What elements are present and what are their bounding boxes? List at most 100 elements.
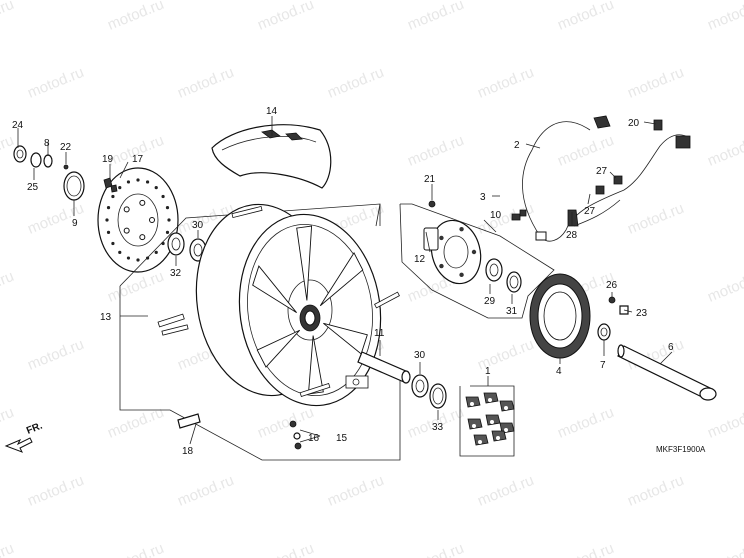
callout-7: 7 bbox=[600, 360, 606, 371]
damper-rubber bbox=[483, 392, 499, 404]
callout-8: 8 bbox=[44, 138, 50, 149]
damper-hole bbox=[488, 398, 492, 402]
disc-hole bbox=[167, 218, 171, 222]
callout-9: 9 bbox=[72, 218, 78, 229]
callout-3: 3 bbox=[480, 192, 486, 203]
callout-29: 29 bbox=[484, 296, 496, 307]
watermark-text: motod.ru bbox=[0, 268, 16, 306]
callout-16: 16 bbox=[308, 433, 320, 444]
disc-hole bbox=[126, 256, 131, 260]
watermark-text: motod.ru bbox=[555, 404, 616, 442]
callout-14: 14 bbox=[266, 106, 278, 117]
watermark-text: motod.ru bbox=[25, 336, 86, 374]
callout-32: 32 bbox=[170, 268, 182, 279]
damper-rubber bbox=[473, 434, 489, 446]
diagram-code: MKF3F1900A bbox=[656, 445, 706, 454]
callout-30b: 30 bbox=[414, 350, 426, 361]
disc-hole bbox=[145, 180, 150, 184]
callout-2: 2 bbox=[514, 140, 520, 151]
watermark-text: motod.ru bbox=[25, 64, 86, 102]
watermark-text: motod.ru bbox=[175, 472, 236, 510]
sprocket-part bbox=[529, 273, 591, 359]
disc-hole bbox=[106, 230, 111, 234]
callout-31: 31 bbox=[506, 306, 518, 317]
watermark-text: motod.ru bbox=[105, 540, 166, 558]
valve-parts bbox=[289, 420, 302, 450]
watermark-text: motod.ru bbox=[175, 64, 236, 102]
watermark-text: motod.ru bbox=[625, 64, 686, 102]
callout-12: 12 bbox=[414, 254, 426, 265]
watermark-text: motod.ru bbox=[705, 268, 744, 306]
watermark-text: motod.ru bbox=[475, 472, 536, 510]
leader-lines bbox=[17, 116, 673, 445]
callout-22: 22 bbox=[60, 142, 72, 153]
speed-sensor-harness-part bbox=[511, 115, 691, 242]
hub-flange-outline bbox=[399, 203, 555, 319]
watermark-text: motod.ru bbox=[705, 540, 744, 558]
wheel-spoke bbox=[307, 335, 324, 395]
disc-hole bbox=[154, 186, 158, 190]
watermark-text: motod.ru bbox=[705, 404, 744, 442]
disc-hole bbox=[136, 178, 140, 182]
disc-hole bbox=[136, 258, 140, 262]
callout-labels: 14 24 8 22 25 9 19 17 30 32 13 18 16 15 … bbox=[12, 106, 674, 457]
hub-flange-part bbox=[423, 219, 522, 293]
damper-hole bbox=[490, 420, 494, 424]
watermark-text: motod.ru bbox=[0, 540, 16, 558]
disc-hole bbox=[106, 206, 111, 210]
disc-bolt-hole bbox=[139, 199, 146, 206]
damper-hole bbox=[472, 424, 476, 428]
callout-17: 17 bbox=[132, 154, 144, 165]
disc-hole bbox=[111, 241, 115, 246]
watermark-text: motod.ru bbox=[555, 132, 616, 170]
damper-hole bbox=[478, 440, 482, 444]
damper-rubber bbox=[491, 430, 507, 442]
left-hardware bbox=[13, 145, 118, 201]
front-direction-arrow: FR. bbox=[4, 420, 44, 453]
wheel-spoke bbox=[323, 322, 368, 355]
disc-hole bbox=[165, 206, 170, 210]
watermark-text: motod.ru bbox=[475, 64, 536, 102]
watermark-text: motod.ru bbox=[475, 200, 536, 238]
wheel-spoke bbox=[296, 225, 313, 301]
callout-19: 19 bbox=[102, 154, 114, 165]
flange-stud bbox=[439, 235, 444, 241]
callout-26: 26 bbox=[606, 280, 618, 291]
flange-stud bbox=[439, 263, 444, 269]
disc-bolt-hole bbox=[139, 234, 146, 241]
disc-hole bbox=[154, 250, 158, 254]
disc-hole bbox=[111, 194, 115, 199]
tire-part bbox=[211, 124, 332, 189]
callout-24: 24 bbox=[12, 120, 24, 131]
damper-rubber bbox=[499, 422, 515, 434]
disc-hole bbox=[126, 180, 131, 184]
damper-hole bbox=[504, 428, 508, 432]
watermark-text: motod.ru bbox=[405, 132, 466, 170]
callout-6: 6 bbox=[668, 342, 674, 353]
watermark-text: motod.ru bbox=[405, 0, 466, 34]
watermark-text: motod.ru bbox=[255, 0, 316, 34]
spacer-part bbox=[357, 351, 411, 384]
wheel-spoke bbox=[319, 252, 364, 307]
callout-15: 15 bbox=[336, 433, 348, 444]
damper-rubber bbox=[465, 396, 481, 408]
callout-27b: 27 bbox=[584, 206, 596, 217]
watermark-text: motod.ru bbox=[325, 64, 386, 102]
callout-20: 20 bbox=[628, 118, 640, 129]
disc-hole bbox=[161, 194, 165, 199]
callout-23: 23 bbox=[636, 308, 648, 319]
callout-13: 13 bbox=[100, 312, 112, 323]
direction-label: FR. bbox=[25, 420, 44, 436]
watermark-text: motod.ru bbox=[555, 0, 616, 34]
watermark-text: motod.ru bbox=[0, 0, 16, 34]
watermark-text: motod.ru bbox=[105, 268, 166, 306]
callout-21: 21 bbox=[424, 174, 436, 185]
flange-stud bbox=[459, 226, 464, 232]
damper-hole bbox=[496, 436, 500, 440]
watermark-text: motod.ru bbox=[625, 200, 686, 238]
watermark-text: motod.ru bbox=[255, 540, 316, 558]
damper-rubber bbox=[499, 400, 515, 412]
wheel-spoke bbox=[252, 265, 297, 314]
watermark-text: motod.ru bbox=[105, 0, 166, 34]
damper-hole bbox=[504, 406, 508, 410]
